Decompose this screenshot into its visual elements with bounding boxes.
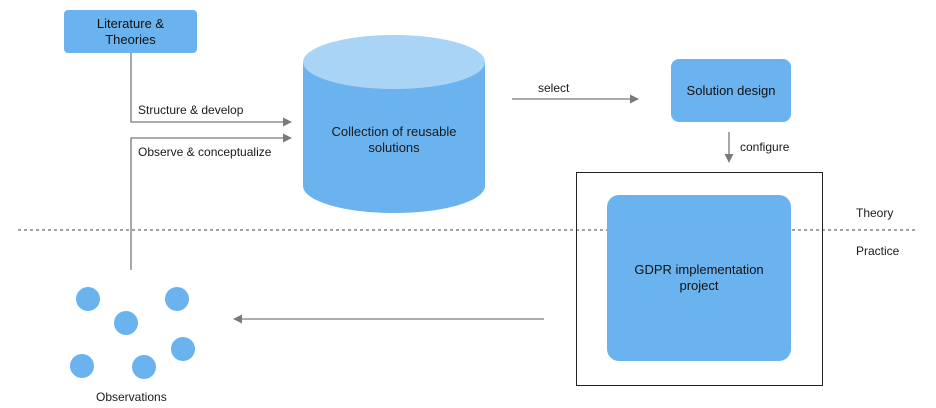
literature-theories-node: Literature & Theories <box>64 10 197 53</box>
observation-dot <box>70 354 94 378</box>
structure-develop-label: Structure & develop <box>138 103 244 117</box>
solution-design-node: Solution design <box>671 59 791 122</box>
literature-theories-label: Literature & Theories <box>96 15 165 47</box>
observation-dot <box>132 355 156 379</box>
structure-develop-arrow <box>130 53 292 127</box>
practice-label: Practice <box>856 244 900 258</box>
observation-dot <box>165 287 189 311</box>
select-label: select <box>538 81 570 95</box>
collection-label: Collection of reusable solutions <box>331 124 457 155</box>
collection-cylinder <box>303 35 485 213</box>
observation-dot <box>171 337 195 361</box>
configure-label: configure <box>740 140 790 154</box>
solution-design-label: Solution design <box>686 82 776 98</box>
theory-label: Theory <box>856 206 894 220</box>
observe-conceptualize-label: Observe & conceptualize <box>138 145 272 159</box>
observation-dot <box>76 287 100 311</box>
observation-dot <box>114 311 138 335</box>
gdpr-project-label: GDPR implementation project <box>634 262 764 293</box>
gdpr-project-node: GDPR implementation project <box>607 195 791 361</box>
project-frame <box>576 172 823 386</box>
observations-label: Observations <box>96 390 167 404</box>
observe-conceptualize-arrow <box>130 133 292 270</box>
